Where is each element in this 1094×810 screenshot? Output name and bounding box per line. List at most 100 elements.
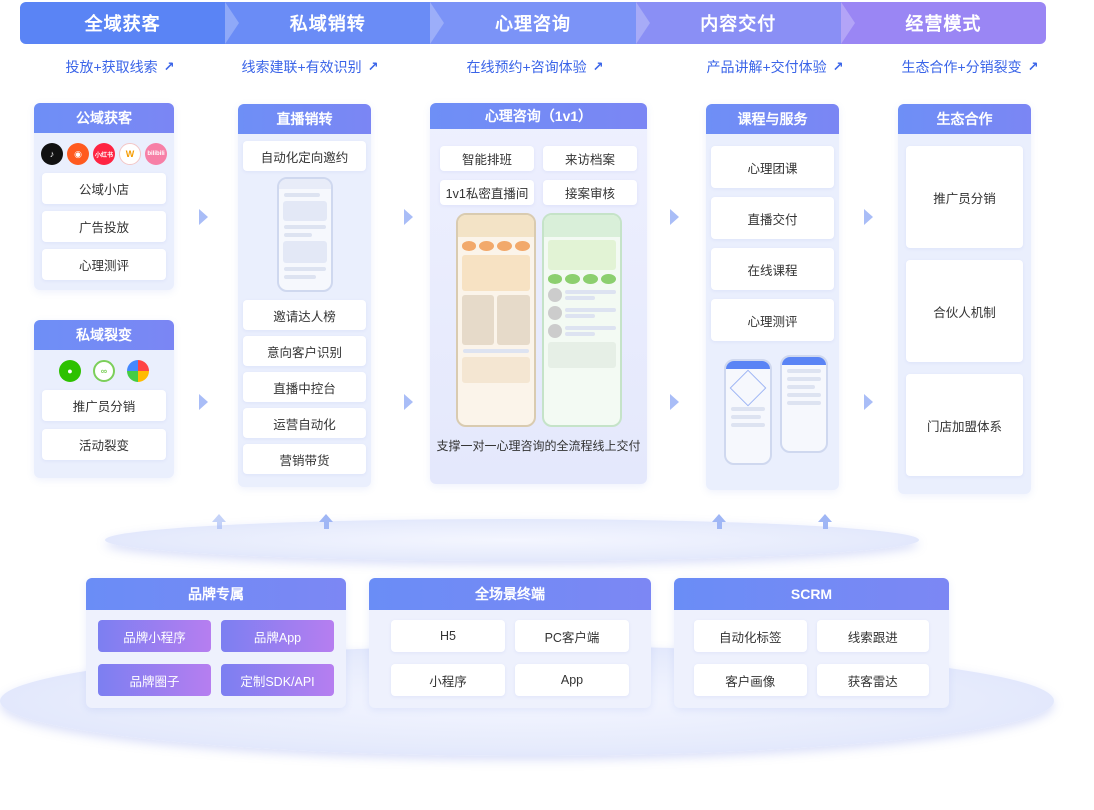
item-brand-circle: 品牌圈子 [98,664,211,696]
item-brand-app: 品牌App [221,620,334,652]
list-text [564,306,616,320]
item-custom-sdk-api: 定制SDK/API [221,664,334,696]
report-screen-right [780,355,828,453]
mock-icon [600,274,616,284]
subtitle-2: 线索建联+有效识别↗ [210,56,410,78]
terminal-items: H5 PC客户端 小程序 App [391,620,629,696]
subtitle-4: 产品讲解+交付体验↗ [670,56,880,78]
avatar-row [461,295,530,345]
card-title: 全场景终端 [369,578,651,610]
app-screen-right-image [541,213,622,427]
item-auto-invite: 自动化定向邀约 [243,141,366,171]
mock-line [787,393,821,397]
app-screen-left-image [455,213,536,427]
up-arrow-icon [817,514,833,530]
mock-line [564,290,616,294]
item-acquisition-radar: 获客雷达 [816,664,929,696]
flow-chevron-icon [404,394,413,410]
scrm-items: 自动化标签 线索跟进 客户画像 获客雷达 [694,620,929,696]
screen-header [782,357,826,365]
radar-chart-icon [729,369,767,407]
mock-line [462,349,529,353]
private-icons-row: ● ∞ [34,360,174,382]
mock-line [564,332,596,336]
screen-header [726,361,770,369]
trend-arrow-icon: ↗ [1027,59,1039,74]
mock-icon [497,241,512,251]
item-lead-followup: 线索跟进 [816,620,929,652]
avatar-photo [461,295,494,345]
item-miniprogram: 小程序 [391,664,505,696]
item-auto-tagging: 自动化标签 [694,620,807,652]
subtitle-text: 线索建联+有效识别 [241,59,362,75]
mock-line [283,225,326,229]
stage-private-conversion: 私域销转 [225,2,445,44]
kuaishou-icon: ◉ [67,143,89,165]
middle-platform [105,519,919,561]
mock-line [731,423,765,427]
stage-bar: 全域获客 私域销转 心理咨询 内容交付 经营模式 [20,2,1046,44]
avatar [547,288,562,302]
flow-chevron-icon [199,209,208,225]
mock-line [787,369,821,373]
item-group-course: 心理团课 [711,146,834,188]
card-title: 心理咨询（1v1） [430,103,647,129]
report-screen-left [724,359,772,465]
ecosystem-card: 生态合作 推广员分销 合伙人机制 门店加盟体系 [898,104,1031,494]
flow-chevron-icon [670,209,679,225]
item-ad-placement: 广告投放 [42,211,166,242]
card-title: 公域获客 [34,103,174,133]
list-row [547,288,616,302]
icon-grid [461,241,530,251]
flow-chevron-icon [670,394,679,410]
item-live-console: 直播中控台 [243,372,366,402]
item-h5: H5 [391,620,505,652]
mock-icon [547,274,563,284]
trend-arrow-icon: ↗ [592,59,604,74]
course-service-card: 课程与服务 心理团课 直播交付 在线课程 心理测评 [706,104,839,490]
phone-mockup-image [276,177,333,292]
brand-exclusive-card: 品牌专属 品牌小程序 品牌App 品牌圈子 定制SDK/API [86,578,346,708]
avatar-photo [497,295,530,345]
tag-smart-scheduling: 智能排班 [440,146,534,171]
card-title: 品牌专属 [86,578,346,610]
subtitle-text: 产品讲解+交付体验 [706,59,827,75]
mock-line [283,193,320,197]
item-marketing-sales: 营销带货 [243,444,366,474]
mock-block [461,357,530,383]
mock-block [282,241,327,263]
item-activity-fission: 活动裂变 [42,429,166,460]
up-arrow-icon [211,514,227,530]
list-row [547,306,616,320]
mock-line [731,407,765,411]
mock-line [787,377,821,381]
card-title: SCRM [674,578,949,610]
item-promoter-distribution: 推广员分销 [42,390,166,421]
xiaohongshu-icon: 小红书 [93,143,115,165]
mock-icon [461,241,477,251]
moments-icon [127,360,149,382]
item-promoter-distribution: 推广员分销 [906,146,1023,248]
flow-chevron-icon [404,209,413,225]
bilibili-icon: bilibili [145,143,167,165]
stage-content-delivery: 内容交付 [635,2,856,44]
tag-private-live-room: 1v1私密直播间 [440,180,534,205]
mock-icon [565,274,580,284]
weibo-icon: W [119,143,141,165]
mock-line [731,415,761,419]
mock-line [283,233,312,237]
up-arrow-icon [711,514,727,530]
douyin-icon: ♪ [41,143,63,165]
item-app: App [515,664,629,696]
item-customer-profile: 客户画像 [694,664,807,696]
card-title: 直播销转 [238,104,371,134]
card-title: 私域裂变 [34,320,174,350]
screen-header [457,215,534,237]
mock-block [282,201,327,221]
mock-line [564,326,616,330]
flow-chevron-icon [199,394,208,410]
trend-arrow-icon: ↗ [163,59,175,74]
item-live-delivery: 直播交付 [711,197,834,239]
item-ops-automation: 运营自动化 [243,408,366,438]
mock-line [564,314,596,318]
